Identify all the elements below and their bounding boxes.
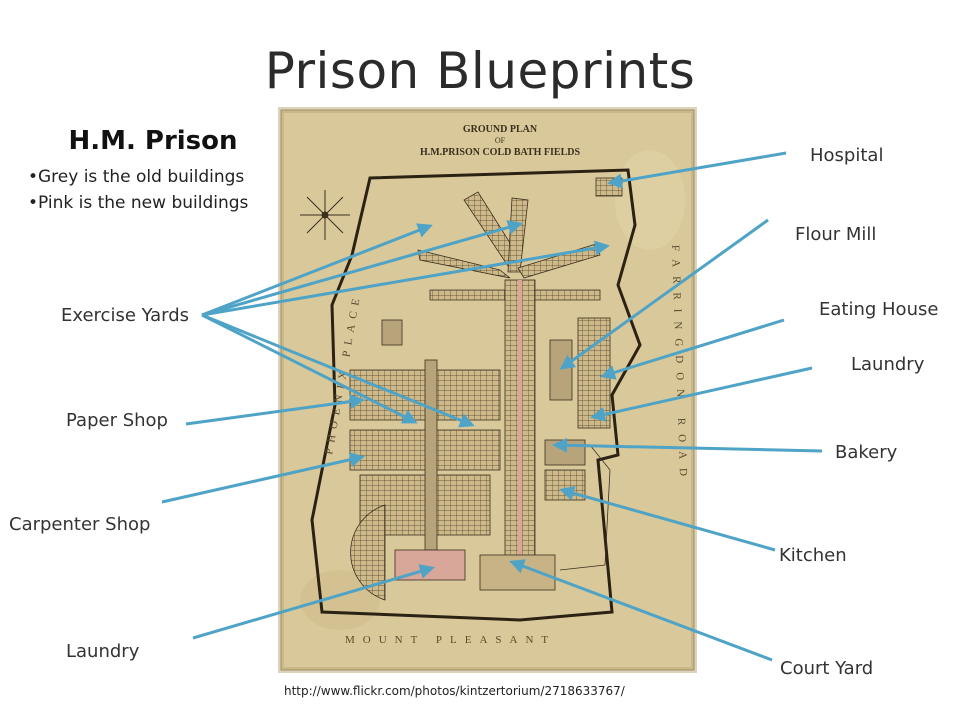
arrow-hospital <box>607 151 787 189</box>
arrow-exercise-yard-3 <box>201 240 610 317</box>
plan-heading-3: H.M.PRISON COLD BATH FIELDS <box>420 147 581 158</box>
legend: H.M. Prison •Grey is the old buildings •… <box>28 126 278 216</box>
arrow-bakery <box>552 437 823 453</box>
left-buildings <box>349 319 501 551</box>
boundary-wall <box>310 168 642 622</box>
arrow-exercise-yard-2 <box>201 220 523 317</box>
semicircle-building <box>350 504 386 601</box>
label-kitchen: Kitchen <box>779 545 847 566</box>
slide-title: Prison Blueprints <box>264 42 696 100</box>
label-paper-shop: Paper Shop <box>66 410 168 431</box>
legend-item-new: •Pink is the new buildings <box>28 193 249 213</box>
arrow-court-yard <box>509 559 773 662</box>
arrow-kitchen <box>559 486 776 552</box>
label-eating-house: Eating House <box>819 299 939 320</box>
source-link[interactable]: http://www.flickr.com/photos/kintzertori… <box>284 684 625 698</box>
legend-heading: H.M. Prison <box>68 126 238 156</box>
plan-heading-2: OF <box>495 136 506 145</box>
label-flour-mill: Flour Mill <box>795 224 877 245</box>
label-hospital: Hospital <box>810 145 884 166</box>
legend-item-old: •Grey is the old buildings <box>28 167 245 187</box>
arrow-exercise-yard-1 <box>201 223 433 317</box>
arrow-carpenter-shop <box>161 452 365 504</box>
arrow-laundry-right <box>590 366 813 422</box>
plan-heading-1: GROUND PLAN <box>463 124 538 135</box>
plan-image: GROUND PLAN OF H.M.PRISON COLD BATH FIEL… <box>278 107 697 673</box>
compass-rose-icon <box>300 190 350 240</box>
arrow-eating-house <box>600 318 785 380</box>
arrow-exercise-yard-4 <box>201 313 418 424</box>
label-carpenter-shop: Carpenter Shop <box>9 514 151 535</box>
label-laundry-right: Laundry <box>851 354 925 375</box>
street-bottom: MOUNT PLEASANT <box>345 634 556 646</box>
label-exercise-yards: Exercise Yards <box>61 305 190 326</box>
label-bakery: Bakery <box>835 442 898 463</box>
label-court-yard: Court Yard <box>780 658 874 679</box>
arrow-paper-shop <box>185 394 365 426</box>
arrow-exercise-yard-5 <box>201 313 475 428</box>
arrow-laundry-left <box>192 564 435 640</box>
annotation-arrows <box>161 151 823 662</box>
label-laundry-left: Laundry <box>66 641 140 662</box>
arrow-flour-mill <box>559 218 769 370</box>
